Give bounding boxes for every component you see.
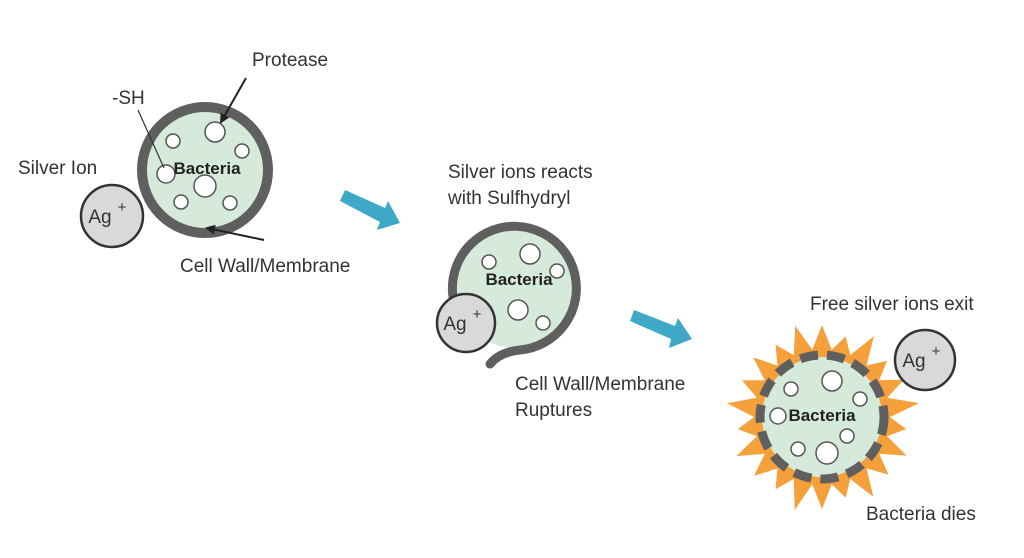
vesicle (165, 133, 181, 149)
vesicle (222, 195, 238, 211)
ion-circle (435, 292, 497, 354)
vesicle (769, 407, 787, 425)
cell-wall-label: Cell Wall/Membrane (180, 256, 350, 277)
vesicle (481, 254, 497, 270)
stage-1-vesicles (156, 121, 250, 211)
ion-symbol: Ag (88, 207, 111, 228)
stage-3-cell-label: Bacteria (788, 406, 856, 425)
vesicle (535, 315, 551, 331)
vesicle (783, 381, 799, 397)
vesicle (549, 263, 565, 279)
reaction-label-line2: with Sulfhydryl (447, 188, 571, 209)
vesicle (790, 441, 806, 457)
stage-2-cell-label: Bacteria (485, 270, 553, 289)
vesicle (204, 121, 226, 143)
ion-symbol: Ag (443, 314, 466, 335)
rupture-label-line2: Ruptures (515, 400, 592, 421)
stage-1-cell-label: Bacteria (173, 159, 241, 178)
process-arrow-1 (340, 190, 400, 230)
vesicle (519, 243, 541, 265)
stage-1-silver-ion: Ag + (79, 183, 145, 249)
cell-wall-pointer (205, 224, 265, 241)
stage-1: Bacteria Protease -SH Silver Ion Ag + Ce… (18, 50, 350, 277)
stage-2-silver-ion: Ag + (435, 292, 497, 354)
vesicle (839, 428, 855, 444)
sh-label: -SH (112, 88, 145, 109)
exit-label: Free silver ions exit (810, 294, 974, 315)
vesicle (815, 441, 839, 465)
reaction-label-line1: Silver ions reacts (448, 162, 593, 183)
ion-symbol: Ag (902, 351, 925, 372)
protease-pointer (220, 77, 247, 124)
dies-label: Bacteria dies (866, 504, 976, 525)
stage-2: Silver ions reacts with Sulfhydryl Bacte… (435, 162, 685, 421)
protease-label: Protease (252, 50, 328, 71)
vesicle (173, 194, 189, 210)
vesicle (193, 174, 217, 198)
vesicle (852, 391, 868, 407)
vesicle (507, 299, 529, 321)
stage-2-ruptured-wall (447, 221, 581, 369)
silver-ion-label: Silver Ion (18, 158, 97, 179)
vesicle (234, 143, 250, 159)
stage-3-silver-ion: Ag + (893, 328, 957, 392)
stage-3: Free silver ions exit Bacteria Ag + Bact… (727, 294, 976, 525)
stage-2-vesicles (481, 243, 565, 331)
vesicle (156, 164, 176, 184)
ion-charge: + (932, 343, 941, 360)
stage-3-broken-wall (755, 350, 889, 484)
sh-pointer (137, 109, 165, 169)
ion-charge: + (118, 199, 127, 216)
stage-3-vesicles (769, 370, 868, 465)
rupture-label-line1: Cell Wall/Membrane (515, 374, 685, 395)
ion-charge: + (473, 306, 482, 323)
process-arrow-2 (630, 310, 692, 348)
ion-circle (79, 183, 145, 249)
ion-circle (893, 328, 957, 392)
vesicle (821, 370, 843, 392)
